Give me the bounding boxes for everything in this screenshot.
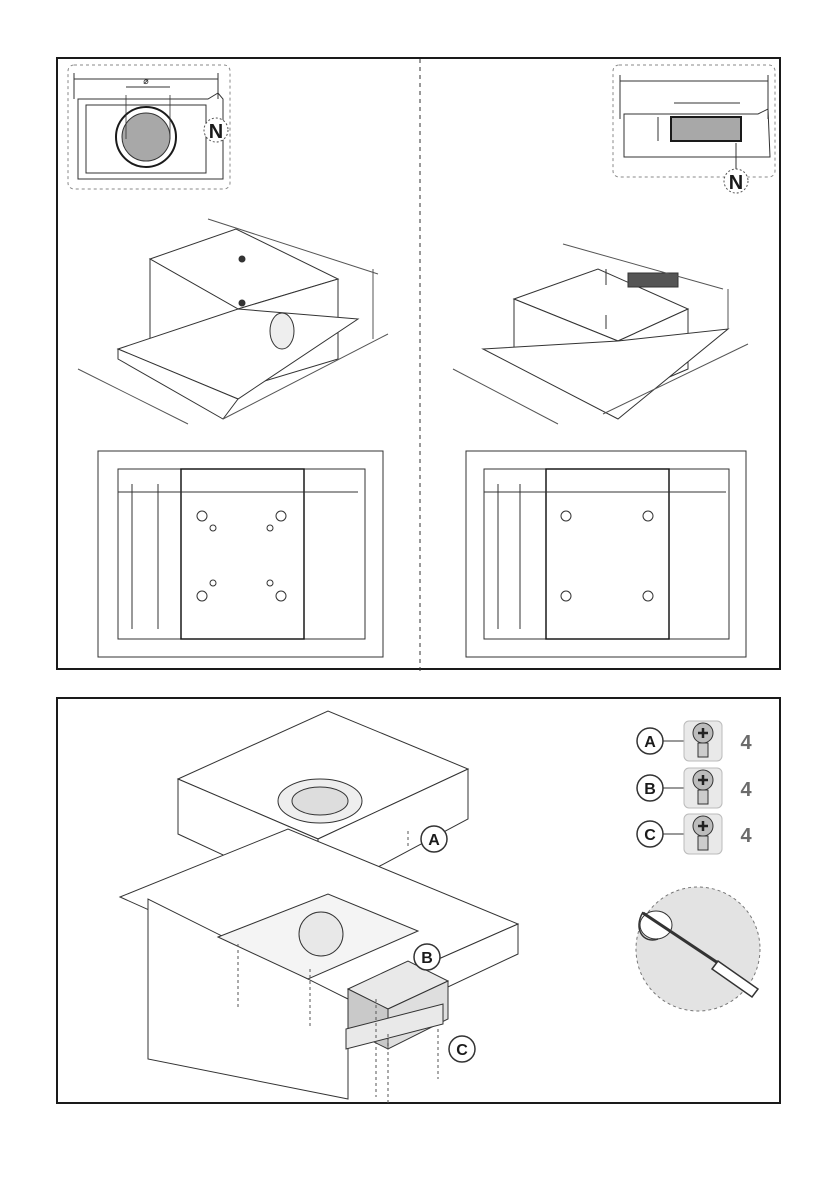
legend-a-label: A <box>644 734 656 751</box>
legend-b-qty: 4 <box>740 779 752 801</box>
callout-n-right: N <box>729 172 743 194</box>
hood-isometric-left <box>78 219 388 424</box>
screwdriver-icon <box>636 887 760 1011</box>
round-outlet-detail: ⌀ N <box>68 65 230 189</box>
diameter-symbol: ⌀ <box>143 76 149 86</box>
legend-b-label: B <box>644 781 656 798</box>
legend-c-qty: 4 <box>740 825 752 847</box>
rectangular-outlet-detail: N <box>613 65 775 194</box>
assembly-diagram: A B C A 4 B 4 <box>58 699 783 1106</box>
callout-b: B <box>414 944 440 970</box>
installation-dimensions-panel: ⌀ N N <box>56 57 781 670</box>
assembly-panel: A B C A 4 B 4 <box>56 697 781 1104</box>
callout-n-left: N <box>209 121 223 143</box>
hood-isometric-right <box>453 244 748 424</box>
legend-c-label: C <box>644 827 656 844</box>
svg-text:A: A <box>428 832 440 849</box>
svg-text:B: B <box>421 950 433 967</box>
callout-a: A <box>421 826 447 852</box>
screw-legend: A 4 B 4 C 4 <box>637 721 752 854</box>
dimensions-diagram: ⌀ N N <box>58 59 783 672</box>
svg-text:C: C <box>456 1042 468 1059</box>
ceiling-plan-left <box>98 451 383 657</box>
ceiling-plan-right <box>466 451 746 657</box>
legend-a-qty: 4 <box>740 732 752 754</box>
callout-c: C <box>449 1036 475 1062</box>
